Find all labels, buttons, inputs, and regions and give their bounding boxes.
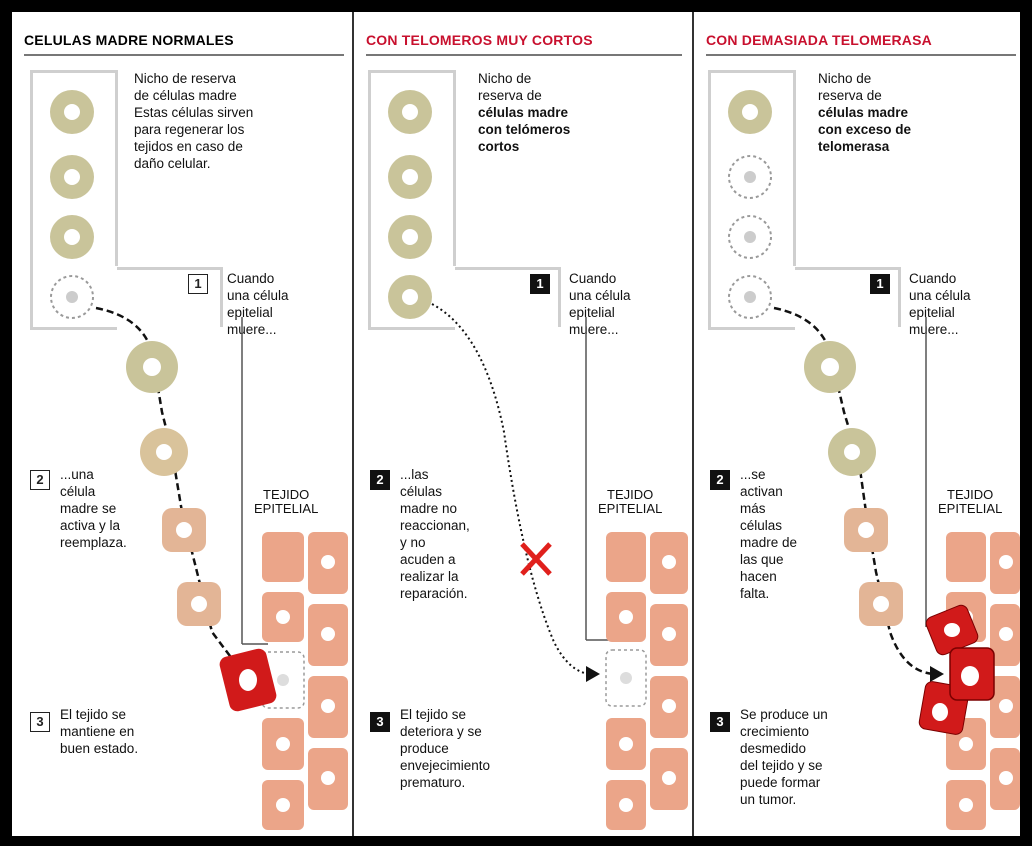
failed-migration-path xyxy=(432,304,590,674)
stem-cell xyxy=(388,90,432,134)
empty-niche-slot xyxy=(729,276,771,318)
stem-cell xyxy=(388,275,432,319)
activating-cell xyxy=(859,582,903,626)
activating-cell xyxy=(804,341,856,393)
stem-cell xyxy=(728,90,772,134)
tissue-column xyxy=(262,532,348,830)
activating-cell xyxy=(844,508,888,552)
tissue-column xyxy=(606,532,688,830)
arrow-head xyxy=(930,666,944,682)
panel-short-graphics xyxy=(354,12,692,836)
activating-cell xyxy=(126,341,178,393)
panel-normal-graphics xyxy=(12,12,352,836)
stem-cell xyxy=(388,215,432,259)
replacement-red-cell xyxy=(218,647,278,713)
panel-excess-graphics xyxy=(694,12,1020,836)
stem-cell xyxy=(50,155,94,199)
stem-cell xyxy=(50,90,94,134)
arrow-head xyxy=(586,666,600,682)
empty-niche-slot xyxy=(729,156,771,198)
empty-niche-slot xyxy=(729,216,771,258)
stem-cell xyxy=(388,155,432,199)
empty-niche-slot xyxy=(51,276,93,318)
x-mark xyxy=(522,544,550,574)
activating-cell xyxy=(177,582,221,626)
activating-cell xyxy=(828,428,876,476)
stem-cell xyxy=(50,215,94,259)
activating-cell xyxy=(140,428,188,476)
activating-cell xyxy=(162,508,206,552)
